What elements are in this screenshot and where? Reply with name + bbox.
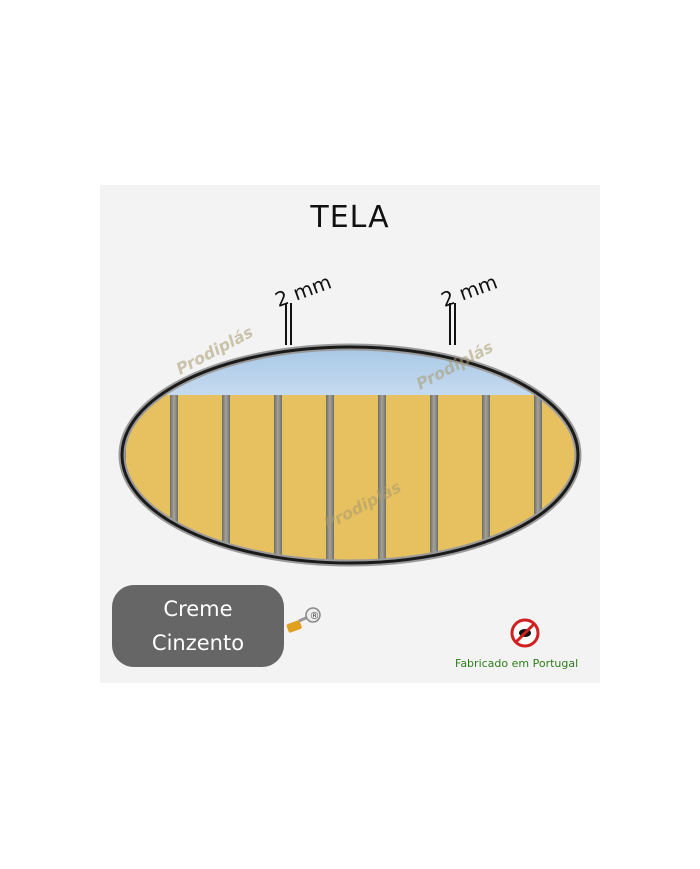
blind-illustration: Prodiplás Prodiplás Prodiplás ® (118, 303, 600, 648)
dimension-marker-right (449, 303, 456, 345)
registered-key-icon: ® (286, 607, 321, 633)
slat-gap (430, 347, 438, 563)
slat (594, 315, 600, 615)
slat (126, 347, 170, 563)
no-insects-icon (510, 618, 540, 648)
slat-gap (222, 347, 230, 563)
slat-gap (326, 347, 334, 563)
slat-gap (274, 347, 282, 563)
svg-text:®: ® (310, 611, 320, 622)
slat-gap (482, 347, 490, 563)
slat-gap (534, 347, 542, 563)
product-card: TELA (100, 185, 600, 683)
color-badge: Creme Cinzento (112, 585, 284, 667)
dimension-marker-left (285, 303, 292, 345)
product-title: TELA (310, 200, 390, 235)
slat-gap (170, 347, 178, 563)
slat-gap (378, 347, 386, 563)
oval-frame (120, 345, 580, 565)
color-option-cinzento: Cinzento (151, 631, 245, 655)
made-in-label: Fabricado em Portugal (455, 657, 579, 670)
slat (490, 347, 534, 563)
slat-gap (586, 315, 594, 615)
color-option-creme: Creme (163, 597, 233, 621)
